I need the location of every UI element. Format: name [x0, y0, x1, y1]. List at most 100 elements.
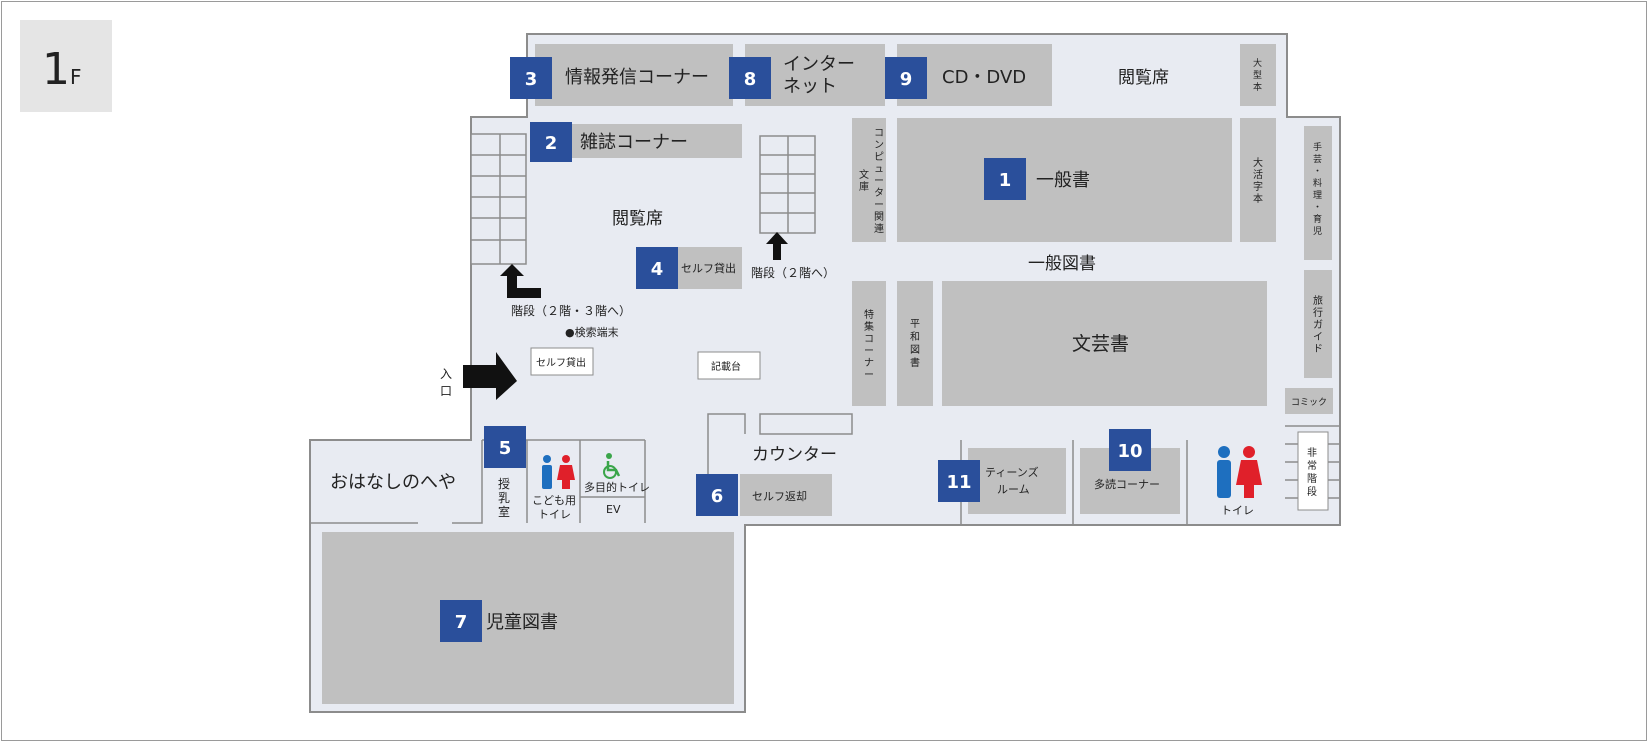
floor-suffix: F — [70, 65, 82, 89]
badge-4-text: 4 — [651, 259, 664, 280]
svg-text:ナ: ナ — [864, 357, 874, 369]
svg-text:イ: イ — [1313, 332, 1323, 343]
badge-1 — [984, 158, 1026, 200]
self-return-shelf — [740, 474, 832, 516]
svg-text:料: 料 — [1313, 177, 1322, 189]
label-entrance-2: 口 — [440, 384, 452, 398]
badge-2-text: 2 — [545, 133, 558, 154]
svg-text:本: 本 — [1253, 81, 1262, 93]
svg-text:ン: ン — [874, 140, 884, 151]
counter-desk — [759, 413, 853, 435]
badge-7 — [440, 600, 482, 642]
vertical-travel: 旅 行 ガ イ ド — [1313, 294, 1323, 355]
svg-text:育: 育 — [1313, 213, 1322, 225]
self-checkout-kiosk — [530, 347, 594, 376]
label-storytelling-room: おはなしのへや — [330, 472, 456, 493]
svg-text:児: 児 — [1313, 226, 1322, 237]
label-nursing-3: 室 — [498, 504, 510, 519]
label-general-section: 一般図書 — [1028, 254, 1096, 274]
childrens-books-shelf — [322, 532, 734, 704]
label-ev: EV — [606, 503, 621, 516]
label-reading-top: 閲覧席 — [1118, 68, 1169, 88]
svg-text:ー: ー — [864, 370, 874, 381]
stairs-b-arrow-icon — [766, 232, 788, 260]
vertical-emergency: 非 常 階 段 — [1307, 447, 1317, 498]
label-self-checkout-4: セルフ貸出 — [681, 261, 736, 275]
badge-10-text: 10 — [1117, 441, 1142, 462]
vertical-tokushu: 特 集 コ ー ナ ー — [864, 309, 874, 381]
svg-text:理: 理 — [1313, 190, 1322, 201]
svg-text:ュ: ュ — [874, 164, 884, 175]
heiwa-shelf — [897, 281, 933, 406]
general-books-shelf — [897, 118, 1232, 242]
label-nursing-1: 授 — [498, 476, 510, 491]
svg-text:活: 活 — [1253, 169, 1263, 181]
badge-8 — [729, 57, 771, 99]
svg-text:連: 連 — [874, 222, 884, 235]
crafts-shelf — [1304, 126, 1332, 260]
label-comic: コミック — [1291, 397, 1327, 408]
badge-9-text: 9 — [900, 69, 913, 90]
label-accessible-toilet: 多目的トイレ — [584, 480, 650, 494]
entrance-arrow-icon — [463, 352, 517, 400]
stairs-a-arrow-icon — [500, 264, 541, 298]
svg-text:・: ・ — [1313, 203, 1322, 213]
badge-10 — [1109, 429, 1151, 471]
label-multi-reading: 多読コーナー — [1094, 477, 1160, 491]
literature-shelf — [942, 281, 1267, 406]
svg-text:ー: ー — [874, 200, 884, 211]
svg-text:芸: 芸 — [1313, 153, 1322, 165]
svg-text:大: 大 — [1253, 57, 1262, 69]
label-internet-2: ネット — [783, 76, 837, 97]
stairs-a — [470, 133, 527, 265]
magazine-shelf — [545, 124, 742, 158]
badge-3 — [510, 57, 552, 99]
badge-8-text: 8 — [744, 69, 757, 90]
computer-shelf — [852, 118, 886, 242]
svg-text:行: 行 — [1313, 306, 1323, 319]
svg-text:タ: タ — [874, 187, 884, 199]
badge-11 — [938, 460, 980, 502]
writing-desk — [697, 351, 761, 380]
label-reading-left: 閲覧席 — [612, 209, 663, 229]
label-magazine: 雑誌コーナー — [580, 132, 688, 153]
kids-toilet-icon — [542, 455, 575, 489]
vertical-heiwa: 平 和 図 書 — [910, 319, 920, 369]
label-teens-1: ティーンズ — [985, 465, 1039, 479]
badge-6-text: 6 — [711, 486, 724, 507]
floor-label-box — [20, 20, 112, 112]
large-print-shelf — [1240, 44, 1276, 106]
label-stairs-a: 階段（２階・３階へ） — [511, 303, 631, 318]
label-kids-toilet-2: トイレ — [538, 508, 571, 521]
svg-text:ー: ー — [864, 346, 874, 357]
label-stairs-b: 階段（２階へ） — [751, 265, 835, 280]
svg-text:関: 関 — [874, 211, 884, 223]
svg-text:書: 書 — [910, 356, 920, 369]
label-cddvd: CD・DVD — [942, 67, 1026, 88]
svg-text:ピ: ピ — [874, 151, 884, 163]
svg-text:本: 本 — [1253, 192, 1263, 205]
label-self-checkout-kiosk: セルフ貸出 — [536, 356, 586, 369]
label-entrance-1: 入 — [440, 367, 452, 381]
travel-shelf — [1304, 270, 1332, 378]
large-letter-shelf — [1240, 118, 1276, 242]
tokushu-shelf — [852, 281, 886, 406]
stairs-b — [759, 135, 816, 234]
vertical-computer: コ ン ピ ュ ー タ ー 関 連 — [874, 128, 884, 235]
svg-text:ド: ド — [1313, 344, 1323, 355]
badge-2 — [530, 122, 572, 162]
label-internet-1: インター — [783, 54, 855, 75]
badge-3-text: 3 — [525, 69, 538, 90]
svg-text:平: 平 — [910, 319, 920, 330]
svg-text:図: 図 — [910, 344, 920, 356]
svg-text:旅: 旅 — [1313, 294, 1323, 307]
svg-text:庫: 庫 — [859, 180, 869, 193]
svg-text:字: 字 — [1253, 180, 1263, 193]
storytelling-wall — [310, 440, 483, 524]
svg-text:階: 階 — [1307, 473, 1317, 485]
badge-1-text: 1 — [999, 170, 1012, 191]
label-counter: カウンター — [752, 445, 837, 465]
restroom-walls — [526, 440, 646, 523]
label-self-return: セルフ返却 — [752, 490, 807, 503]
